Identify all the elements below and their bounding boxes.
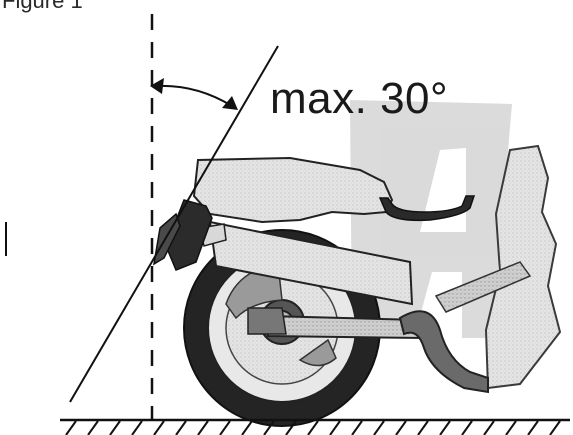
- ground-hatch-mark: [109, 420, 121, 435]
- ground-hatch-mark: [483, 420, 495, 435]
- ground-hatch-mark: [505, 420, 517, 435]
- ground-line: [60, 418, 570, 435]
- ground-hatch-mark: [417, 420, 429, 435]
- tilt-line-30-degrees: [69, 45, 279, 403]
- ground-hatch-mark: [153, 420, 165, 435]
- ground-hatch-mark: [263, 420, 275, 435]
- ground-hatch-mark: [527, 420, 539, 435]
- figure-caption: Figure 1: [2, 0, 83, 13]
- arrowhead-left-icon: [150, 78, 164, 94]
- seat-cowl: [152, 156, 476, 271]
- ground-hatch-mark: [241, 420, 253, 435]
- ground-hatch-mark: [197, 420, 209, 435]
- ground-hatch-mark: [307, 420, 319, 435]
- ground-hatch-mark: [175, 420, 187, 435]
- ground-hatch-mark: [87, 420, 99, 435]
- ground-hatch-mark: [395, 420, 407, 435]
- ground-hatch-mark: [131, 420, 143, 435]
- engine-case: [199, 220, 414, 306]
- max-angle-label: max. 30°: [270, 74, 449, 123]
- ground-hatch-mark: [219, 420, 231, 435]
- ground-hatch-mark: [329, 420, 341, 435]
- ground-hatch-mark: [65, 420, 77, 435]
- ground-hatch-mark: [439, 420, 451, 435]
- rear-shock: [398, 261, 532, 394]
- angle-arc: [150, 78, 238, 110]
- ground-hatch-mark: [549, 420, 561, 435]
- ground-hatch-mark: [373, 420, 385, 435]
- ground-hatch-mark: [351, 420, 363, 435]
- ground-hatch-mark: [285, 420, 297, 435]
- arrowhead-right-icon: [222, 96, 238, 110]
- ground-hatch-mark: [461, 420, 473, 435]
